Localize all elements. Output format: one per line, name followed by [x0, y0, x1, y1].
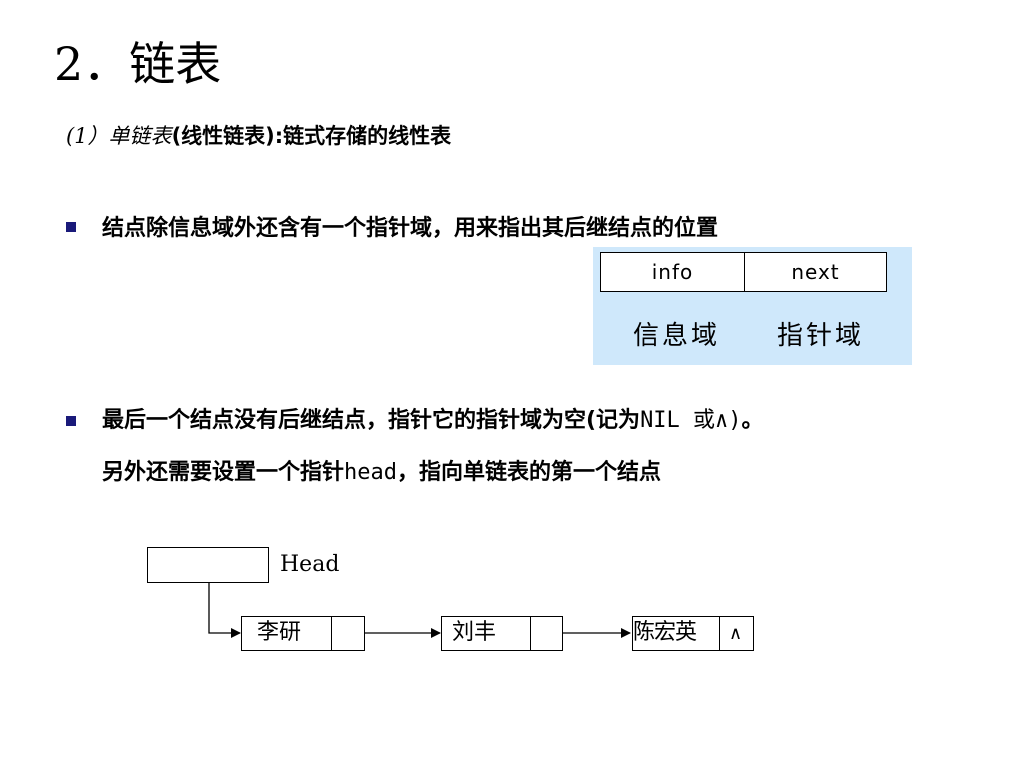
- node-3-next: ∧: [719, 616, 754, 651]
- node-2-info-text: 刘丰: [452, 620, 497, 645]
- node-1-next: [331, 616, 365, 651]
- bullet-square-icon: [66, 416, 76, 426]
- head-label: Head: [280, 552, 340, 577]
- node-1-info-text: 李研: [257, 620, 302, 645]
- slide-title: 2．链表: [54, 37, 222, 91]
- subtitle-rest: (线性链表):链式存储的线性表: [171, 124, 452, 148]
- node-1-pointer-dot: [345, 631, 349, 635]
- caption-pointer: 指针域: [777, 321, 865, 351]
- bullet-2-line-1-code: NIL 或∧): [640, 408, 742, 433]
- head-arrow: [208, 566, 241, 638]
- bullet-2-line-2-a: 另外还需要设置一个指针: [102, 460, 345, 485]
- bullet-2-line-1-b: 。: [741, 408, 764, 433]
- node-3-info: 陈宏英: [632, 616, 720, 651]
- bullet-2-line-2-b: ，指向单链表的第一个结点: [397, 460, 662, 485]
- node-2-pointer-dot: [544, 631, 548, 635]
- head-pointer-box: [147, 547, 269, 583]
- node-2-info: 刘丰: [441, 616, 531, 651]
- node-2-next: [530, 616, 563, 651]
- node-1-info: 李研: [241, 616, 332, 651]
- bullet-2-line-2: 另外还需要设置一个指针head，指向单链表的第一个结点: [102, 454, 661, 486]
- bullet-2-line-2-code: head: [344, 460, 397, 485]
- bullet-2-line-1-a: 最后一个结点没有后继结点，指针它的指针域为空(记为: [102, 408, 641, 433]
- bullet-2-line-1: 最后一个结点没有后继结点，指针它的指针域为空(记为NIL 或∧)。: [102, 402, 764, 434]
- head-pointer-dot: [206, 563, 212, 569]
- caption-info: 信息域: [633, 321, 721, 351]
- bullet-square-icon: [66, 222, 76, 232]
- null-pointer-symbol: ∧: [729, 623, 743, 644]
- subtitle-italic: (1）单链表: [66, 124, 172, 148]
- node-3-info-text: 陈宏英: [633, 620, 697, 645]
- field-next: next: [744, 252, 887, 292]
- subtitle: (1）单链表(线性链表):链式存储的线性表: [66, 118, 451, 154]
- node-structure-panel: info next 信息域 指针域: [593, 247, 912, 365]
- field-info: info: [600, 252, 745, 292]
- bullet-1-text: 结点除信息域外还含有一个指针域，用来指出其后继结点的位置: [102, 216, 719, 241]
